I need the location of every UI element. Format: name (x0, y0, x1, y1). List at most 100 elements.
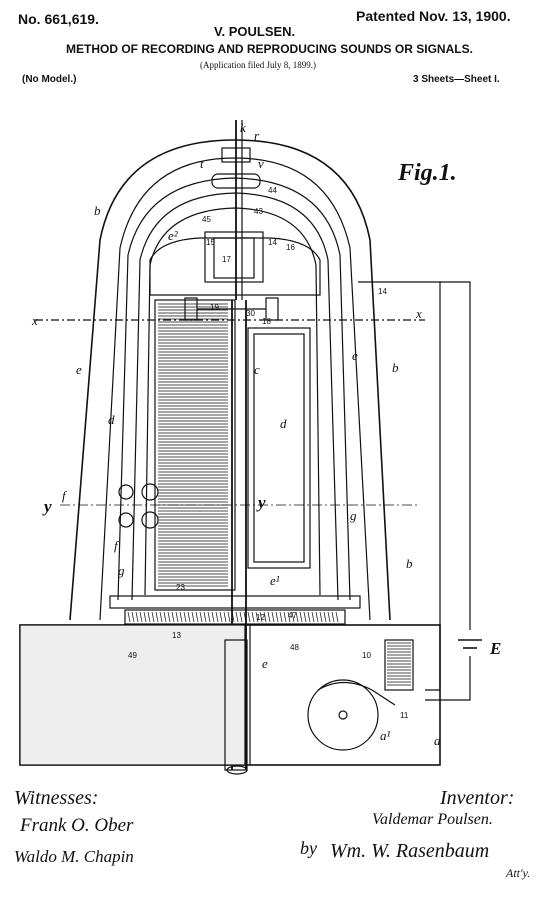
sheets-count: 3 Sheets—Sheet I. (413, 74, 500, 85)
gear-tooth (303, 611, 307, 623)
callout-e-left: e (76, 362, 82, 377)
callout-10: 10 (362, 651, 371, 660)
gear-tooth (231, 611, 235, 623)
callout-13: 13 (172, 631, 181, 640)
callout-18: 18 (262, 317, 271, 326)
witness-signature-2: Waldo M. Chapin (14, 847, 134, 866)
callout-45: 45 (202, 215, 211, 224)
callout-c: c (254, 362, 260, 377)
gear-tooth (319, 611, 323, 623)
gear-tooth (191, 611, 195, 623)
callout-x-right: x (415, 306, 422, 321)
callout-49: 49 (128, 651, 137, 660)
gear-tooth (267, 611, 271, 623)
patent-title: METHOD OF RECORDING AND REPRODUCING SOUN… (66, 42, 473, 56)
gear-tooth (207, 611, 211, 623)
gear-tooth (223, 611, 227, 623)
gear-tooth (263, 611, 267, 623)
callout-e-right: e (352, 348, 358, 363)
callout-b-right: b (392, 360, 399, 375)
gear-tooth (135, 611, 139, 623)
callout-47: 47 (288, 611, 297, 620)
callout-11: 11 (400, 711, 409, 720)
gear-tooth (295, 611, 299, 623)
gear-tooth (151, 611, 155, 623)
callout-23: 23 (176, 583, 185, 592)
callout-e1: e¹ (270, 573, 280, 588)
gear-tooth (275, 611, 279, 623)
application-date: (Application filed July 8, 1899.) (200, 60, 316, 70)
gear-tooth (291, 611, 295, 623)
callout-k: k (240, 120, 246, 135)
gear-tooth (211, 611, 215, 623)
callout-48: 48 (290, 643, 299, 652)
callout-r: r (254, 128, 260, 143)
patent-number: No. 661,619. (18, 11, 99, 27)
callout-43: 43 (254, 207, 263, 216)
witness-signature-1: Frank O. Ober (20, 815, 134, 836)
callout-g-right: g (350, 508, 357, 523)
gear-tooth (235, 611, 239, 623)
attorney-abbrev: Att'y. (506, 866, 531, 880)
callout-a: a (434, 733, 441, 748)
gear-tooth (143, 611, 147, 623)
callout-f-lower: f (114, 538, 120, 553)
gear-tooth (307, 611, 311, 623)
gear-tooth (299, 611, 303, 623)
callout-battery-e: E (489, 639, 501, 658)
gear-tooth (315, 611, 319, 623)
gear-tooth (155, 611, 159, 623)
gear-tooth (127, 611, 131, 623)
no-model-note: (No Model.) (22, 74, 77, 85)
gear-tooth (163, 611, 167, 623)
callout-d-left: d (108, 412, 115, 427)
callout-16: 16 (286, 243, 295, 252)
gear-tooth (175, 611, 179, 623)
inventor-label: Inventor: (440, 787, 515, 809)
gear-tooth (215, 611, 219, 623)
callout-12: 12 (256, 613, 265, 622)
gear-tooth (331, 611, 335, 623)
gear-tooth (259, 611, 263, 623)
gear-tooth (247, 611, 251, 623)
gear-tooth (239, 611, 243, 623)
gear-tooth (287, 611, 291, 623)
callout-b-top: b (94, 203, 101, 218)
gear-tooth (167, 611, 171, 623)
gear-tooth (327, 611, 331, 623)
callout-14-right: 14 (378, 287, 387, 296)
gear-tooth (335, 611, 339, 623)
callout-x-left: x (31, 313, 38, 328)
callout-g-left: g (118, 563, 125, 578)
gear-tooth (187, 611, 191, 623)
callout-44: 44 (268, 186, 277, 195)
gear-tooth (243, 611, 247, 623)
gear-tooth (171, 611, 175, 623)
gear-tooth (159, 611, 163, 623)
gear-tooth (195, 611, 199, 623)
gear-tooth (203, 611, 207, 623)
callout-y-left: y (42, 497, 52, 516)
gear-tooth (251, 611, 255, 623)
gear-tooth (271, 611, 275, 623)
by-label: by (300, 838, 317, 858)
callout-e-bottom: e (262, 656, 268, 671)
gear-tooth (183, 611, 187, 623)
gear-tooth (139, 611, 143, 623)
patented-date: Patented Nov. 13, 1900. (356, 8, 511, 24)
gear-tooth (323, 611, 327, 623)
gear-tooth (131, 611, 135, 623)
callout-v: v (258, 156, 264, 171)
figure-label: Fig.1. (397, 160, 457, 186)
gear-tooth (219, 611, 223, 623)
gear-tooth (255, 611, 259, 623)
gear-tooth (179, 611, 183, 623)
callout-15: 15 (206, 238, 215, 247)
callout-14: 14 (268, 238, 277, 247)
callout-d-right: d (280, 416, 287, 431)
gear-tooth (279, 611, 283, 623)
inventor-signature: Valdemar Poulsen. (372, 811, 493, 828)
attorney-signature: Wm. W. Rasenbaum (330, 840, 490, 862)
callout-f-upper: f (62, 488, 68, 503)
witnesses-label: Witnesses: (14, 787, 99, 809)
